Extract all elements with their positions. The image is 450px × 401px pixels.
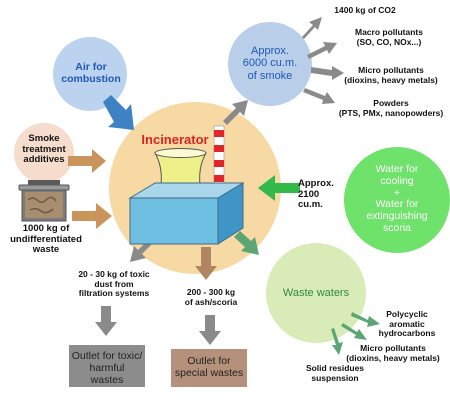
- micro-water-label: Micro pollutants (dioxins, heavy metals): [346, 343, 440, 363]
- special-outlet-arrow: [199, 315, 221, 345]
- smoke-arrow: [223, 100, 248, 125]
- water-cooling-circle: [344, 147, 450, 253]
- special-outlet-box: [171, 349, 247, 387]
- powders-label: Powders (PTS, PMx, nanopowders): [338, 98, 444, 118]
- toxic-outlet-box: [69, 345, 145, 387]
- water-input-arrow: [258, 175, 300, 201]
- arrow-micro: [311, 66, 344, 80]
- toxic-outlet-arrow: [95, 306, 117, 336]
- smoke-label: Approx. 6000 cu.m. of smoke: [242, 45, 298, 82]
- solid-residues-label: Solid residues suspension: [305, 363, 365, 383]
- waste-waters-circle: [266, 243, 366, 343]
- special-outlet-label: Outlet for special wastes: [174, 355, 244, 379]
- arrow-co2: [302, 17, 322, 39]
- smoke-circle: [228, 22, 312, 106]
- ash-arrow: [195, 247, 217, 280]
- arrow-solid-residues: [331, 328, 343, 355]
- polycyclic-label: Polycyclic aromatic hydrocarbons: [378, 309, 436, 339]
- air-arrow: [103, 95, 134, 130]
- smoke-treatment-label: Smoke treatment additives: [22, 133, 66, 166]
- toxic-outlet-label: Outlet for toxic/ harmful wastes: [71, 350, 143, 386]
- toxic-dust-label: 20 - 30 kg of toxic dust from filtration…: [78, 269, 150, 299]
- arrow-micro-water: [341, 323, 367, 340]
- micro-pollutants-label: Micro pollutants (dioxins, heavy metals): [344, 65, 438, 85]
- smoke-treatment-circle: [14, 123, 74, 183]
- water-amount-label: Approx. 2100 cu.m.: [298, 178, 334, 211]
- co2-label: 1400 kg of CO2: [334, 5, 396, 15]
- smoke-treatment-arrow: [68, 149, 106, 173]
- waste-water-arrow: [234, 231, 259, 255]
- water-for-label: Water for cooling + Water for extinguish…: [366, 163, 428, 234]
- waste-input-label: 1000 kg of undifferentiated waste: [10, 223, 82, 256]
- arrow-macro: [307, 42, 337, 59]
- air-for-combustion-circle: [53, 37, 127, 111]
- incinerator-title: Incinerator: [141, 132, 209, 147]
- waste-input-arrow: [72, 203, 112, 229]
- arrow-polycyclic: [351, 312, 380, 327]
- air-label: Air for combustion: [61, 61, 121, 85]
- macro-pollutants-label: Macro pollutants (SO, CO, NOx...): [354, 27, 423, 47]
- arrow-powders: [303, 88, 335, 104]
- ash-label: 200 - 300 kg of ash/scoria: [184, 287, 238, 307]
- waste-waters-label: Waste waters: [282, 287, 350, 299]
